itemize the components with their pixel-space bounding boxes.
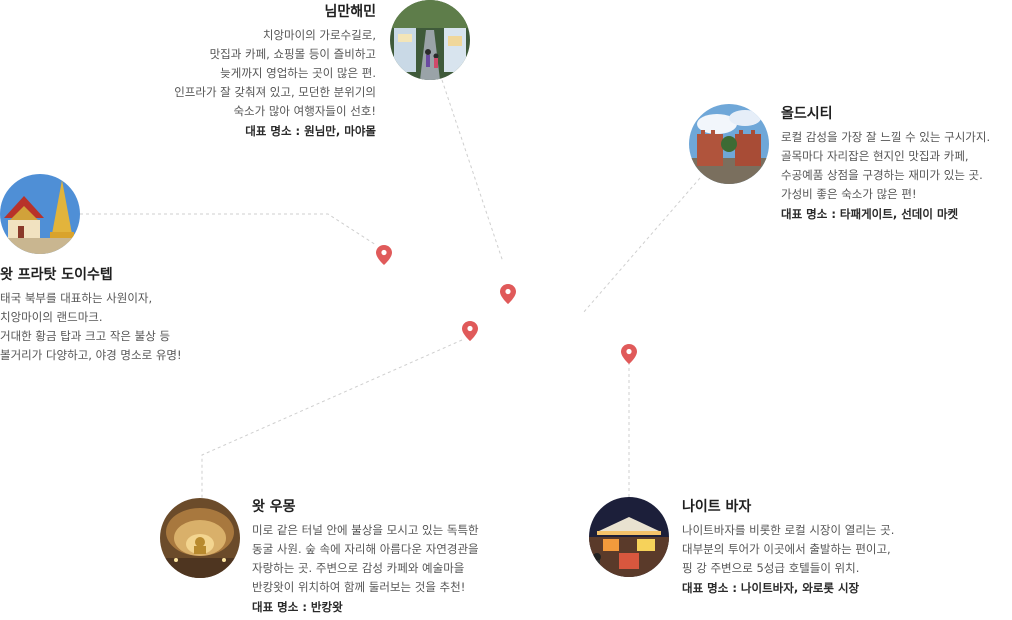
description-line: 핑 강 주변으로 5성급 호텔들이 위치. bbox=[682, 561, 860, 575]
representative-spots: 대표 명소 : 나이트바자, 와로롯 시장 bbox=[682, 581, 860, 595]
description-line: 대부분의 투어가 이곳에서 출발하는 편이고, bbox=[682, 542, 891, 556]
representative-spots: 대표 명소 : 반캉왓 bbox=[252, 600, 343, 614]
umong-photo bbox=[160, 498, 240, 578]
place-description: 로컬 감성을 가장 잘 느낄 수 있는 구시가지. 골목마다 자리잡은 현지인 … bbox=[781, 128, 990, 204]
description-line: 숙소가 많아 여행자들이 선호! bbox=[233, 104, 376, 118]
description-line: 볼거리가 다양하고, 야경 명소로 유명! bbox=[0, 348, 182, 362]
description-line: 맛집과 카페, 쇼핑몰 등이 즐비하고 bbox=[209, 47, 376, 61]
description-line: 늦게까지 영업하는 곳이 많은 편. bbox=[220, 66, 376, 80]
connector-oldcity bbox=[582, 177, 701, 314]
description-line: 미로 같은 터널 안에 불상을 모시고 있는 독특한 bbox=[252, 523, 479, 537]
place-title: 왓 우몽 bbox=[252, 499, 296, 515]
map-pin-icon[interactable] bbox=[462, 321, 478, 341]
place-title: 올드시티 bbox=[781, 106, 833, 122]
description-line: 가성비 좋은 숙소가 많은 편! bbox=[781, 187, 917, 201]
description-line: 골목마다 자리잡은 현지인 맛집과 카페, bbox=[781, 149, 969, 163]
description-line: 치앙마이의 가로수길로, bbox=[262, 28, 376, 42]
description-line: 로컬 감성을 가장 잘 느낄 수 있는 구시가지. bbox=[781, 130, 991, 144]
description-line: 자랑하는 곳. 주변으로 감성 카페와 예술마을 bbox=[252, 561, 465, 575]
description-line: 태국 북부를 대표하는 사원이자, bbox=[0, 291, 153, 305]
place-title: 님만해민 bbox=[324, 4, 376, 20]
place-title: 나이트 바자 bbox=[682, 499, 752, 515]
representative-spots: 대표 명소 : 원님만, 마야몰 bbox=[245, 124, 376, 138]
connector-nimman bbox=[441, 79, 504, 263]
place-doisuthep: 왓 프라탓 도이수텝 태국 북부를 대표하는 사원이자, 치앙마이의 랜드마크.… bbox=[0, 265, 182, 365]
place-oldcity: 올드시티 로컬 감성을 가장 잘 느낄 수 있는 구시가지. 골목마다 자리잡은… bbox=[781, 104, 990, 224]
place-description: 나이트바자를 비롯한 로컬 시장이 열리는 곳. 대부분의 투어가 이곳에서 출… bbox=[682, 521, 894, 578]
place-umong: 왓 우몽 미로 같은 터널 안에 불상을 모시고 있는 독특한 동굴 사원. 숲… bbox=[252, 497, 479, 617]
place-title: 왓 프라탓 도이수텝 bbox=[0, 267, 113, 283]
place-description: 미로 같은 터널 안에 불상을 모시고 있는 독특한 동굴 사원. 숲 속에 자… bbox=[252, 521, 479, 597]
place-nightbazaar: 나이트 바자 나이트바자를 비롯한 로컬 시장이 열리는 곳. 대부분의 투어가… bbox=[682, 497, 894, 598]
description-line: 인프라가 잘 갖춰져 있고, 모던한 분위기의 bbox=[174, 85, 376, 99]
connector-doisuthep bbox=[80, 213, 377, 246]
oldcity-photo bbox=[689, 104, 769, 184]
map-pin-icon[interactable] bbox=[500, 284, 516, 304]
description-line: 반캉왓이 위치하여 함께 둘러보는 것을 추천! bbox=[252, 580, 466, 594]
nimman-photo bbox=[390, 0, 470, 80]
description-line: 나이트바자를 비롯한 로컬 시장이 열리는 곳. bbox=[682, 523, 895, 537]
description-line: 거대한 황금 탑과 크고 작은 불상 등 bbox=[0, 329, 171, 343]
place-description: 치앙마이의 가로수길로, 맛집과 카페, 쇼핑몰 등이 즐비하고 늦게까지 영업… bbox=[174, 26, 376, 121]
place-description: 태국 북부를 대표하는 사원이자, 치앙마이의 랜드마크. 거대한 황금 탑과 … bbox=[0, 289, 182, 365]
place-nimman: 님만해민 치앙마이의 가로수길로, 맛집과 카페, 쇼핑몰 등이 즐비하고 늦게… bbox=[174, 2, 376, 141]
map-pin-icon[interactable] bbox=[621, 344, 637, 364]
doisuthep-photo bbox=[0, 174, 80, 254]
map-pin-icon[interactable] bbox=[376, 245, 392, 265]
connector-umong bbox=[201, 339, 463, 498]
description-line: 수공예품 상점을 구경하는 재미가 있는 곳. bbox=[781, 168, 983, 182]
representative-spots: 대표 명소 : 타패게이트, 선데이 마켓 bbox=[781, 207, 959, 221]
description-line: 동굴 사원. 숲 속에 자리해 아름다운 자연경관을 bbox=[252, 542, 479, 556]
nightbazaar-photo bbox=[589, 497, 669, 577]
description-line: 치앙마이의 랜드마크. bbox=[0, 310, 103, 324]
